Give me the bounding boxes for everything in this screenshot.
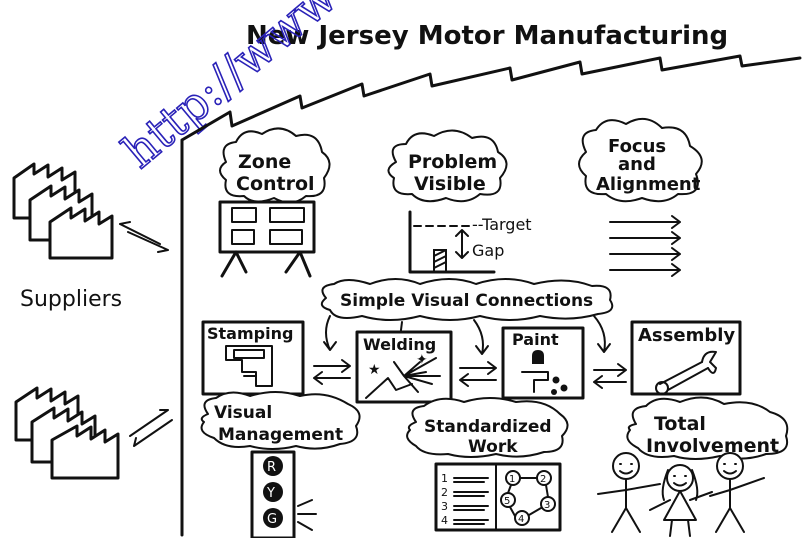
svg-text:4: 4 xyxy=(441,514,448,527)
svg-text:R: R xyxy=(267,460,276,475)
alignment-arrows-icon xyxy=(609,215,681,277)
svg-text:Standardized: Standardized xyxy=(424,417,552,437)
diagram-title: New Jersey Motor Manufacturing xyxy=(246,21,728,51)
svg-text:and: and xyxy=(618,154,656,175)
svg-text:Stamping: Stamping xyxy=(207,324,293,343)
svg-text:★: ★ xyxy=(368,362,381,378)
svg-text:Control: Control xyxy=(236,173,315,195)
svg-text:Y: Y xyxy=(266,486,275,501)
svg-text:Visual: Visual xyxy=(214,403,272,423)
svg-text:1: 1 xyxy=(509,474,515,485)
svg-text:4: 4 xyxy=(518,514,524,525)
zone-control-board-icon xyxy=(218,200,316,278)
supplier-arrows-top xyxy=(119,221,169,253)
svg-text:Paint: Paint xyxy=(512,330,559,349)
svg-text:Focus: Focus xyxy=(608,136,666,157)
suppliers-label: Suppliers xyxy=(20,287,122,312)
svg-text:5: 5 xyxy=(504,496,510,507)
svg-text:Problem: Problem xyxy=(408,151,497,173)
standardized-work-cloud: Standardized Work xyxy=(406,397,569,458)
people-icon xyxy=(597,452,765,537)
total-involvement-cloud: Total Involvement xyxy=(626,396,789,460)
welding-station: Welding ★ ✦ xyxy=(355,330,453,404)
svg-text:Visible: Visible xyxy=(414,173,486,195)
visual-management-cloud: Visual Management xyxy=(200,391,361,450)
svg-text:2: 2 xyxy=(540,474,546,485)
svg-text:Total: Total xyxy=(654,413,706,435)
supplier-arrows-bottom xyxy=(129,409,173,447)
svg-text:2: 2 xyxy=(441,486,448,499)
svg-text:Zone: Zone xyxy=(238,151,291,173)
focus-alignment-cloud: Focus and Alignment xyxy=(578,117,703,203)
svg-text:✦: ✦ xyxy=(416,352,428,368)
svg-text:Welding: Welding xyxy=(363,335,436,354)
zone-control-cloud: Zone Control xyxy=(219,127,331,204)
flow-arrows-welding-paint xyxy=(459,361,497,387)
gap-chart: --Target Gap xyxy=(408,210,532,274)
stamping-station: Stamping xyxy=(201,320,305,396)
svg-text:3: 3 xyxy=(544,500,550,511)
problem-visible-cloud: Problem Visible xyxy=(387,129,508,203)
traffic-light-icon: R Y G xyxy=(250,450,317,538)
paint-station: Paint xyxy=(501,326,585,400)
svg-text:Involvement: Involvement xyxy=(646,435,779,457)
svg-text:3: 3 xyxy=(441,500,448,513)
svg-text:Simple Visual Connections: Simple Visual Connections xyxy=(340,291,593,311)
assembly-station: Assembly xyxy=(630,320,742,396)
svg-text:1: 1 xyxy=(441,472,448,485)
supplier-factories-bottom xyxy=(14,386,120,480)
wrench-icon xyxy=(655,350,717,395)
svg-text:Assembly: Assembly xyxy=(638,325,735,346)
svg-text:G: G xyxy=(267,512,277,527)
svg-text:Management: Management xyxy=(218,425,343,445)
target-label: --Target xyxy=(472,215,532,234)
factory-roof xyxy=(180,54,802,537)
flow-arrows-paint-assembly xyxy=(593,363,627,389)
standardized-work-chart: 1 2 3 4 1 2 5 3 4 xyxy=(434,462,562,532)
svg-text:Work: Work xyxy=(468,437,518,457)
flow-arrows-stamping-welding xyxy=(313,359,351,385)
simple-visual-connections-cloud: Simple Visual Connections xyxy=(320,278,614,321)
supplier-factories-top xyxy=(12,162,114,260)
gap-label: Gap xyxy=(472,241,504,260)
svg-text:Alignment: Alignment xyxy=(596,174,701,195)
